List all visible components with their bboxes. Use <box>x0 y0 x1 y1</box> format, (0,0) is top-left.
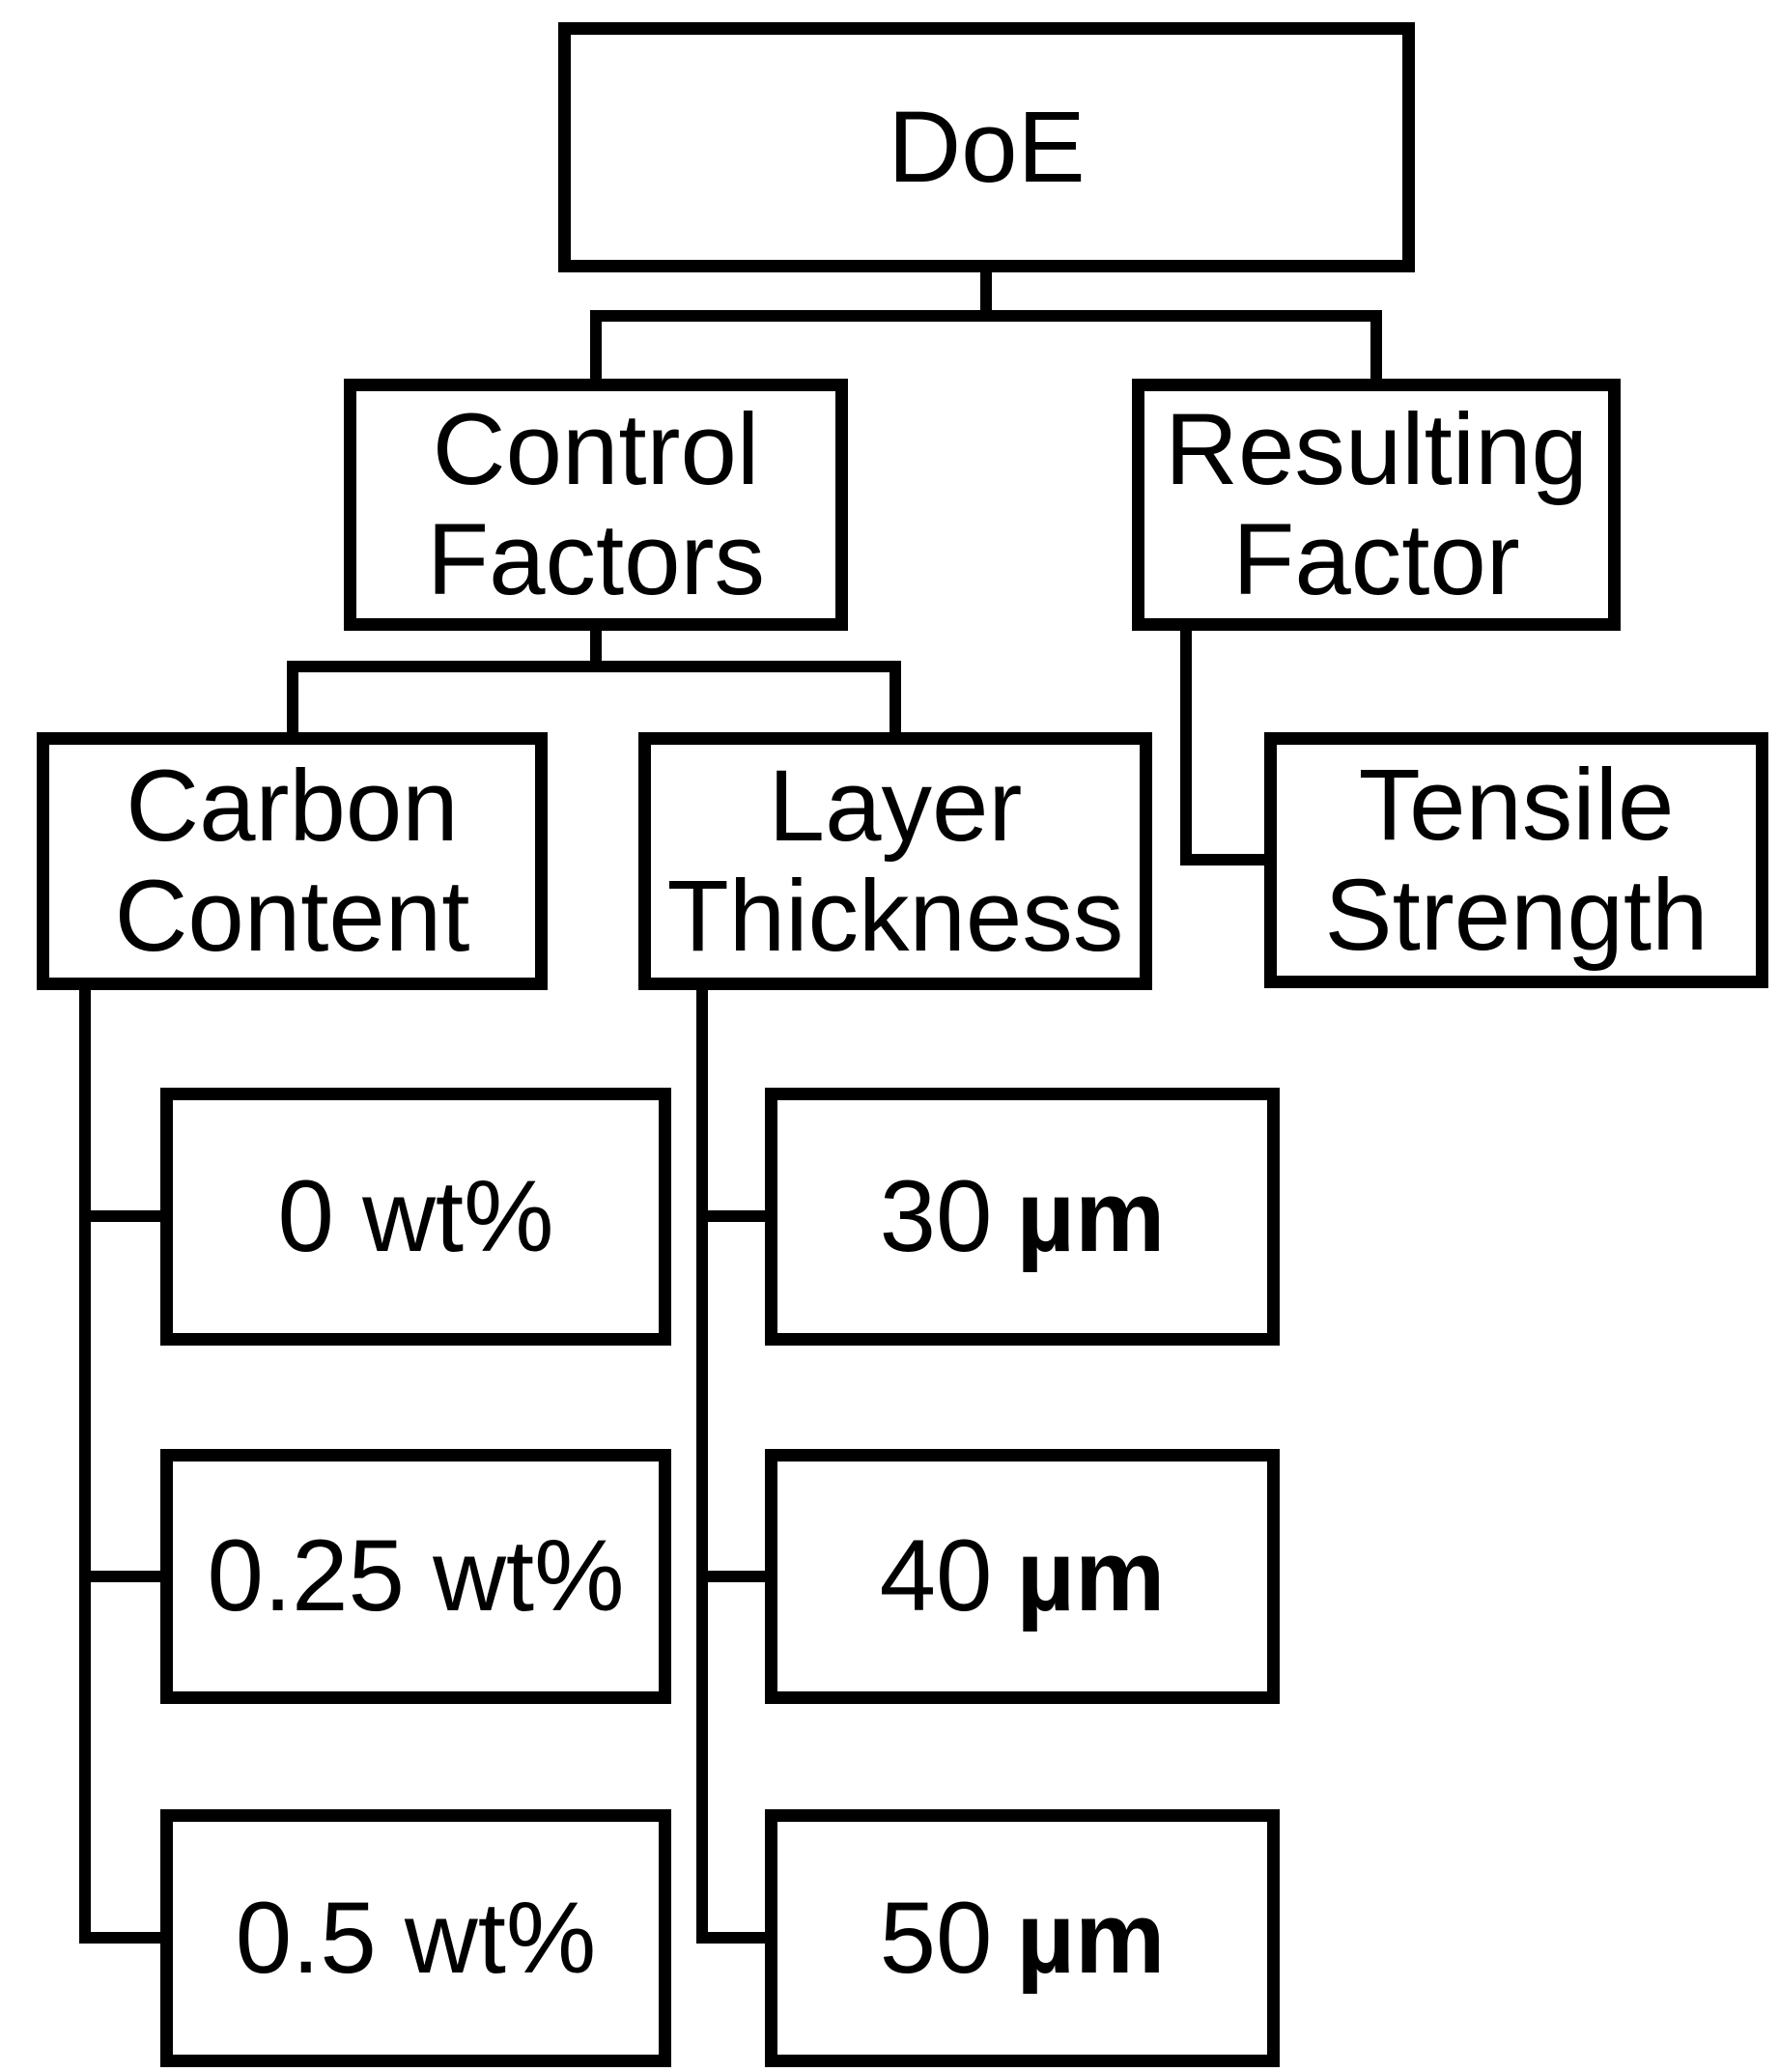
node-carbon-level-025wt-label: 0.25 wt% <box>207 1519 625 1633</box>
node-thickness-level-40um: 40 µm <box>765 1449 1280 1704</box>
connector-thickness-levels-drop <box>696 990 708 1944</box>
connector-thickness-level-stub-2 <box>696 1571 765 1582</box>
node-control-factors-label: Control Factors <box>426 393 766 616</box>
connector-carbon-level-stub-3 <box>79 1932 160 1944</box>
node-resulting-factor: Resulting Factor <box>1132 379 1621 631</box>
connector-carbon-level-stub-1 <box>79 1210 160 1222</box>
connector-thickness-level-stub-1 <box>696 1210 765 1222</box>
connector-tensile-elbow-horizontal <box>1180 854 1264 866</box>
connector-control-factors-drop <box>590 310 602 379</box>
node-tensile-strength: Tensile Strength <box>1264 732 1768 988</box>
connector-level2-bus <box>287 661 901 672</box>
node-carbon-level-0wt: 0 wt% <box>160 1088 671 1346</box>
node-carbon-content-label: Carbon Content <box>114 750 470 973</box>
node-thickness-level-50um-value: 50 <box>879 1881 993 1995</box>
node-thickness-level-40um-value: 40 <box>879 1519 993 1633</box>
node-thickness-level-50um-unit: µm <box>1016 1881 1166 1995</box>
node-doe-label: DoE <box>888 90 1086 204</box>
connector-carbon-content-drop <box>287 661 298 732</box>
node-layer-thickness-label: Layer Thickness <box>666 750 1124 973</box>
node-carbon-level-0wt-label: 0 wt% <box>277 1159 554 1273</box>
node-carbon-content: Carbon Content <box>37 732 548 990</box>
node-thickness-level-30um-value: 30 <box>879 1159 993 1273</box>
connector-doe-stub <box>980 272 992 322</box>
node-carbon-level-05wt: 0.5 wt% <box>160 1809 671 2067</box>
node-thickness-level-30um-unit: µm <box>1016 1159 1166 1273</box>
connector-resulting-factor-drop <box>1370 310 1382 379</box>
connector-thickness-level-stub-3 <box>696 1932 765 1944</box>
node-carbon-level-05wt-label: 0.5 wt% <box>235 1881 597 1995</box>
connector-tensile-elbow-vertical <box>1180 631 1192 866</box>
connector-carbon-level-stub-2 <box>79 1571 160 1582</box>
node-thickness-level-40um-unit: µm <box>1016 1519 1166 1633</box>
node-thickness-level-50um: 50 µm <box>765 1809 1280 2067</box>
node-layer-thickness: Layer Thickness <box>638 732 1152 990</box>
node-resulting-factor-label: Resulting Factor <box>1165 393 1588 616</box>
connector-level1-bus <box>590 310 1382 322</box>
node-control-factors: Control Factors <box>344 379 848 631</box>
node-tensile-strength-label: Tensile Strength <box>1324 749 1708 972</box>
node-doe: DoE <box>558 22 1415 272</box>
connector-carbon-levels-drop <box>79 990 91 1944</box>
node-thickness-level-30um: 30 µm <box>765 1088 1280 1346</box>
node-carbon-level-025wt: 0.25 wt% <box>160 1449 671 1704</box>
connector-layer-thickness-drop <box>890 661 901 732</box>
